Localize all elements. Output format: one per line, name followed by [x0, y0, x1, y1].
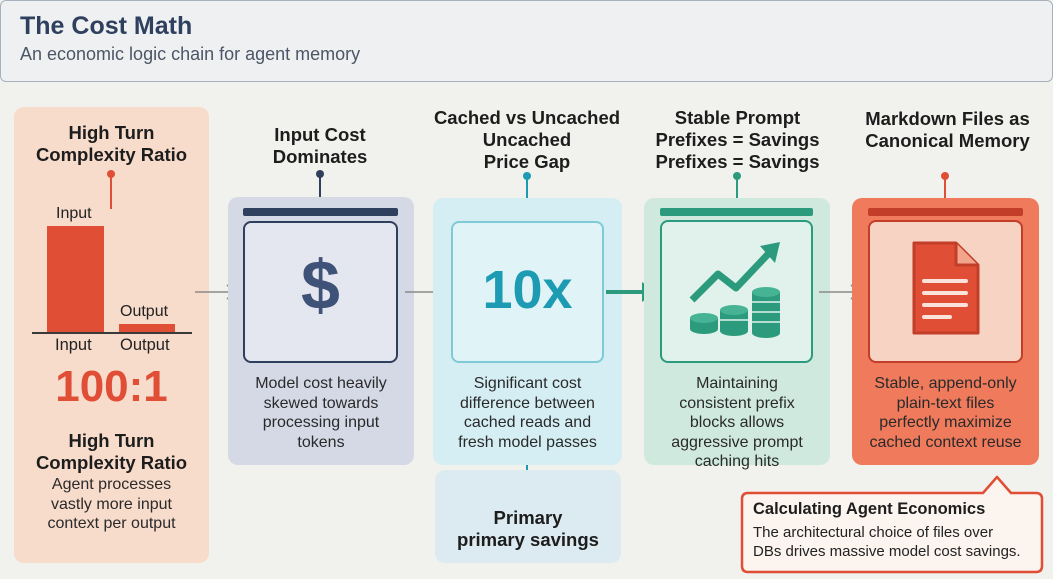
bar-input — [47, 226, 104, 332]
bar-chart-baseline — [32, 332, 192, 334]
bar-input-label: Input — [56, 205, 92, 222]
page-subtitle: An economic logic chain for agent memory — [20, 44, 361, 64]
step3-sub-panel — [435, 470, 621, 563]
step3-title: Cached vs Uncached Uncached Price Gap — [433, 107, 621, 172]
header-bar — [0, 0, 1053, 82]
step2-title: Input Cost Dominates — [272, 124, 368, 167]
step4-connector-dot — [733, 172, 741, 180]
step5-connector-dot — [941, 172, 949, 180]
step5-connector-line — [944, 179, 946, 198]
document-icon — [912, 241, 980, 335]
step2-description: Model cost heavily skewed towards proces… — [255, 375, 387, 451]
step3-connector-line — [526, 179, 528, 198]
step1-connector-line — [110, 177, 112, 209]
callout-body: The architectural choice of files over D… — [753, 524, 1021, 560]
step4-title: Stable Prompt Prefixes = Savings Prefixe… — [655, 107, 820, 172]
axis-output-label: Output — [120, 336, 170, 354]
step2-connector-dot — [316, 170, 324, 178]
step2-header-bar — [243, 208, 398, 216]
step4-header-bar — [660, 208, 813, 216]
step3-connector-dot — [523, 172, 531, 180]
bar-output — [119, 324, 175, 332]
dollar-icon: $ — [301, 246, 340, 324]
step3-sub-label: Primary primary savings — [457, 507, 599, 550]
step5-icon-card — [868, 220, 1023, 363]
step1-title: High Turn Complexity Ratio — [35, 122, 188, 165]
step5-title: Markdown Files as Canonical Memory — [865, 108, 1030, 151]
bar-output-label: Output — [120, 303, 169, 320]
step2-connector-line — [319, 177, 321, 197]
step4-description: Maintaining consistent prefix blocks all… — [671, 375, 803, 470]
step4-connector-line — [736, 179, 738, 198]
callout-box — [740, 475, 1044, 574]
price-gap-value: 10x — [482, 260, 573, 320]
step1-connector-dot — [107, 170, 115, 178]
ratio-value: 100:1 — [55, 362, 168, 411]
savings-growth-icon — [689, 242, 780, 338]
step4-icon-card — [660, 220, 813, 363]
page-title: The Cost Math — [20, 12, 193, 40]
step2-icon-card — [243, 221, 398, 363]
step3-description: Significant cost difference between cach… — [458, 375, 597, 451]
step1-subtitle: High Turn Complexity Ratio — [35, 430, 188, 473]
axis-input-label: Input — [55, 336, 92, 354]
step5-header-bar — [868, 208, 1023, 216]
step5-description: Stable, append-only plain-text files per… — [869, 375, 1022, 451]
callout-title: Calculating Agent Economics — [753, 500, 986, 518]
step3-value-card — [451, 221, 604, 363]
step1-description: Agent processes vastly more input contex… — [47, 476, 176, 532]
